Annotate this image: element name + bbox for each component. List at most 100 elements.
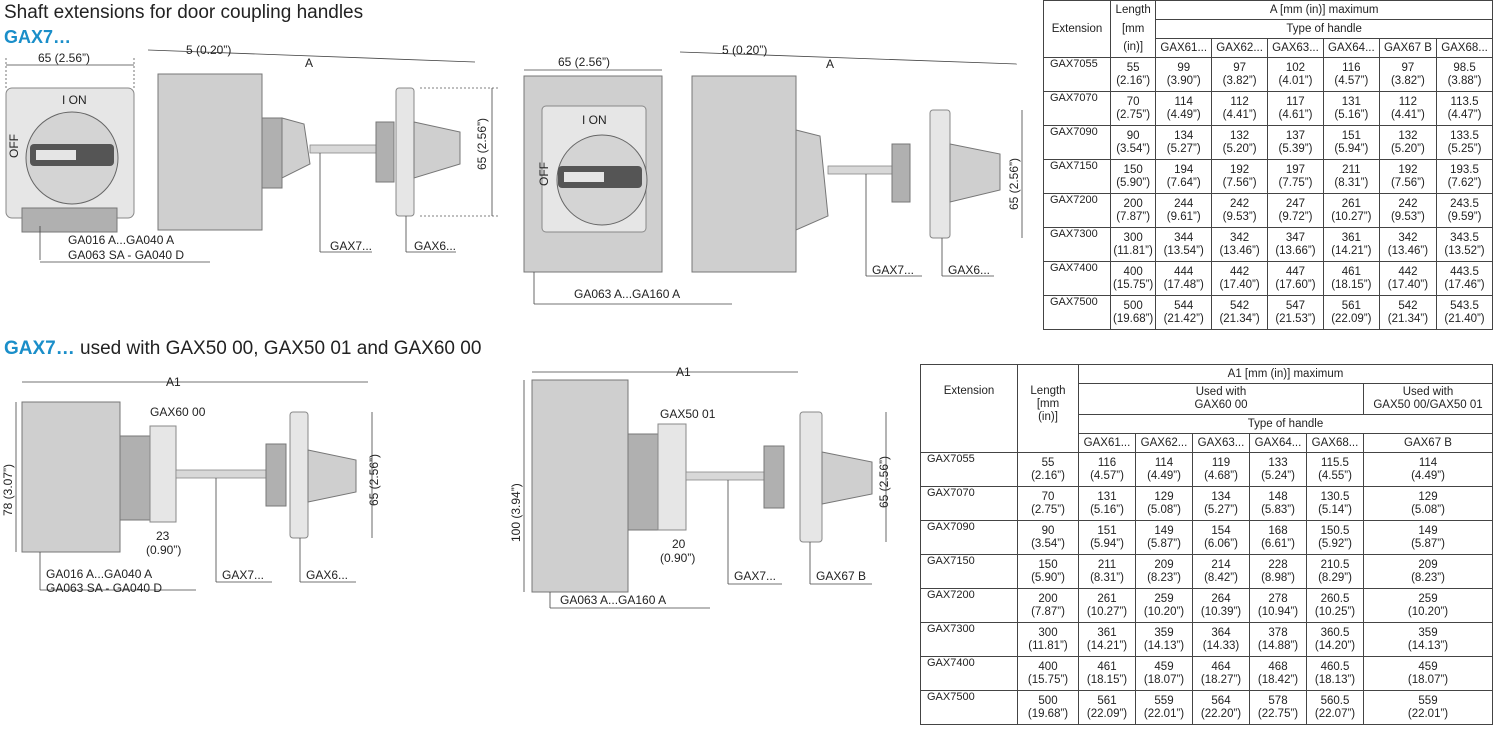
cell-value-mm: 114 [1174, 95, 1193, 108]
cell-value-mm: 99 [1177, 61, 1191, 74]
cell-dimension: 154(6.06”) [1192, 520, 1250, 555]
cell-length: 400(15.75”) [1017, 656, 1079, 691]
cell-value-mm: 129 [1418, 490, 1438, 503]
label-handle: GAX67 B [816, 569, 866, 583]
cell-length-mm: 150 [1123, 163, 1143, 176]
cell-length-mm: 70 [1126, 95, 1140, 108]
dim-height-right: 65 (2.56”) [367, 454, 381, 506]
cell-value-mm: 442 [1230, 265, 1250, 278]
cell-value-in: (22.09”) [1086, 707, 1128, 720]
cell-dimension: 194(7.64”) [1155, 159, 1213, 194]
cell-value-mm: 113.5 [1450, 95, 1479, 108]
cell-value-in: (5.08”) [1147, 503, 1181, 516]
cell-extension: GAX7070 [920, 486, 1018, 521]
cell-dimension: 461(18.15”) [1322, 261, 1380, 296]
cell-extension: GAX7090 [920, 520, 1018, 555]
cell-value-mm: 261 [1341, 197, 1361, 210]
cell-length-mm: 400 [1038, 660, 1058, 673]
cell-value-mm: 361 [1341, 231, 1361, 244]
cell-length-in: (15.75”) [1113, 278, 1154, 291]
cell-value-mm: 459 [1154, 660, 1174, 673]
cell-dimension: 564(22.20”) [1192, 690, 1250, 725]
cell-value-in: (8.29”) [1318, 571, 1352, 584]
cell-dimension: 99(3.90”) [1155, 57, 1213, 92]
cell-length-in: (7.87”) [1031, 605, 1065, 618]
label-models-2: GA063 SA - GA040 D [68, 248, 184, 262]
cell-value-mm: 134 [1211, 490, 1231, 503]
cell-dimension: 97(3.82”) [1211, 57, 1269, 92]
diagram-gax7-gax50: A1 100 (3.94”) GAX50 01 65 (2.56”) 20 (0… [509, 365, 891, 609]
cell-value-mm: 151 [1097, 524, 1117, 537]
cell-extension: GAX7400 [1043, 261, 1111, 296]
cell-value-in: (22.09”) [1331, 312, 1372, 325]
cell-value-in: (10.20”) [1143, 605, 1185, 618]
switch-on-label: I ON [62, 93, 87, 107]
cell-value-mm: 359 [1154, 626, 1174, 639]
table-header-extension: Extension [1043, 0, 1111, 58]
cell-length-in: (2.16”) [1116, 74, 1151, 87]
cell-dimension: 444(17.48”) [1155, 261, 1213, 296]
cell-length-in: (2.16”) [1031, 469, 1065, 482]
cell-value-in: (5.83”) [1261, 503, 1295, 516]
cell-length-mm: 500 [1038, 694, 1058, 707]
cell-value-in: (8.31”) [1334, 176, 1369, 189]
dim-height: 65 (2.56”) [1007, 158, 1021, 210]
dim-depth-1: 23 [156, 529, 170, 543]
dim-a1: A1 [676, 365, 691, 379]
shaft-coupling [891, 143, 911, 203]
cell-extension: GAX7500 [1043, 295, 1111, 330]
cell-value-in: (10.25”) [1314, 605, 1356, 618]
cell-length-in: (11.81”) [1113, 244, 1153, 257]
cell-value-mm: 242 [1230, 197, 1250, 210]
cell-dimension: 361(14.21”) [1322, 227, 1380, 262]
cell-dimension: 112(4.41”) [1211, 91, 1269, 126]
cell-value-mm: 151 [1341, 129, 1361, 142]
dim-a: A [305, 56, 313, 70]
switch-mechanism [119, 435, 151, 521]
cell-value-in: (14.20”) [1314, 639, 1356, 652]
cell-length-in: (2.75”) [1031, 503, 1065, 516]
cell-value-mm: 192 [1398, 163, 1418, 176]
cell-dimension: 115.5(4.55”) [1306, 452, 1364, 487]
cell-length-in: (19.68”) [1113, 312, 1154, 325]
table-header-handle: GAX68... [1306, 433, 1364, 453]
cell-length: 500(19.68”) [1109, 295, 1157, 330]
cell-length-mm: 150 [1038, 558, 1058, 571]
cell-value-in: (4.49”) [1411, 469, 1445, 482]
table-header-handle: GAX64... [1322, 38, 1380, 58]
table-header-handle: GAX63... [1267, 38, 1324, 58]
handle-grip [413, 121, 461, 179]
cell-value-mm: 211 [1342, 163, 1361, 176]
cell-length: 200(7.87”) [1109, 193, 1157, 228]
label-handle: GAX6... [414, 239, 456, 253]
cell-value-in: (5.27”) [1166, 142, 1201, 155]
cell-dimension: 119(4.68”) [1192, 452, 1250, 487]
cell-value-in: (10.27”) [1086, 605, 1128, 618]
cell-dimension: 460.5(18.13”) [1306, 656, 1364, 691]
cell-dimension: 343.5(13.52”) [1436, 227, 1493, 262]
cell-length-mm: 90 [1126, 129, 1140, 142]
cell-value-mm: 209 [1418, 558, 1438, 571]
table-header-length-3: (in)] [1109, 38, 1157, 58]
coupling-block [281, 117, 311, 179]
cell-value-in: (5.20”) [1222, 142, 1257, 155]
cell-value-in: (18.15”) [1331, 278, 1372, 291]
cell-value-mm: 137 [1285, 129, 1306, 142]
diagram-gax7-large-switch: 65 (2.56”) 5 (0.20”) A I ON OFF 65 (2.56… [523, 43, 1023, 305]
cell-value-in: (14.33) [1202, 639, 1240, 652]
switch-body [21, 401, 121, 553]
cell-length: 400(15.75”) [1109, 261, 1157, 296]
cell-value-mm: 264 [1211, 592, 1231, 605]
cell-value-mm: 259 [1154, 592, 1174, 605]
cell-value-mm: 210.5 [1320, 558, 1350, 571]
cell-value-mm: 559 [1154, 694, 1174, 707]
cell-value-in: (18.13”) [1314, 673, 1356, 686]
label-handle: GAX6... [948, 263, 990, 277]
cell-value-mm: 359 [1418, 626, 1438, 639]
cell-value-in: (17.40”) [1387, 278, 1429, 291]
